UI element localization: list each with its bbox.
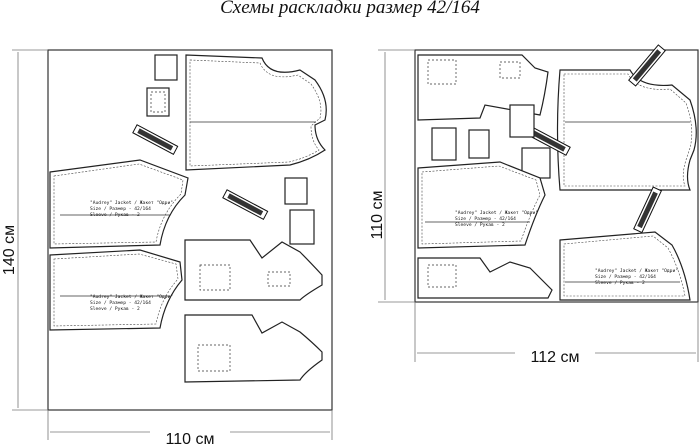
- small-piece-4: [289, 209, 315, 245]
- label-strip-4-fill: [529, 129, 566, 152]
- page-title: Схемы раскладки размер 42/164: [220, 0, 480, 18]
- pattern-piece-front-2-right: [417, 257, 553, 299]
- pattern-piece-front-2: [184, 314, 323, 383]
- label-strip-5-fill: [637, 191, 658, 229]
- small-piece-r3: [468, 129, 490, 159]
- pattern-piece-sleeve-1-right: [417, 161, 546, 249]
- small-piece-r2: [431, 127, 457, 161]
- pattern-piece-sleeve-1: [49, 159, 189, 249]
- small-piece-r1: [509, 104, 535, 138]
- sleeve-r2-text-2: Size / Размер - 42/164: [595, 274, 656, 280]
- sleeve-2-text-3: Sleeve / Рукав - 2: [90, 306, 140, 312]
- height-label-left: 140 см: [1, 225, 18, 275]
- width-label-bg-left: [150, 426, 230, 446]
- front-2-right-pocket: [427, 264, 457, 288]
- sleeve-r1-text-1: "Audrey" Jacket / Жакет "Одри": [455, 210, 538, 216]
- sleeve-2-text-2: Size / Размер - 42/164: [90, 300, 151, 306]
- label-strip-1-fill: [137, 128, 174, 151]
- sleeve-2-seam: [53, 253, 179, 327]
- sleeve-2-text-1: "Audrey" Jacket / Жакет "Одри": [90, 294, 173, 300]
- label-strip-2-fill: [227, 193, 264, 216]
- sleeve-r2-text-1: "Audrey" Jacket / Жакет "Одри": [595, 268, 678, 274]
- small-piece-2: [146, 87, 170, 117]
- front-1-pocket: [199, 264, 231, 291]
- front-1-right-pocket: [427, 59, 457, 85]
- small-piece-2-seam: [150, 91, 166, 113]
- label-strip-1: [132, 124, 179, 156]
- label-strip-3-fill: [632, 49, 662, 82]
- front-2-pocket: [197, 344, 231, 372]
- small-piece-1: [154, 54, 178, 81]
- height-label-right: 110 см: [369, 191, 386, 240]
- sleeve-r1-text-2: Size / Размер - 42/164: [455, 216, 516, 222]
- front-1-right-welt: [499, 61, 521, 79]
- label-strip-5: [633, 186, 663, 234]
- pattern-piece-sleeve-2: [49, 249, 183, 331]
- label-strip-2: [222, 189, 269, 221]
- small-piece-3: [284, 177, 308, 205]
- width-label-bg-right: [515, 345, 595, 365]
- sleeve-1-text-3: Sleeve / Рукав - 2: [90, 212, 140, 218]
- sleeve-1-right-seam: [421, 165, 541, 245]
- pattern-piece-front-1: [184, 239, 323, 301]
- sleeve-1-text-2: Size / Размер - 42/164: [90, 206, 151, 212]
- label-strip-3: [628, 44, 666, 87]
- layout-left: 140 см 110 см "Audrey" Jacket / Жакет "О…: [1, 49, 333, 448]
- pattern-piece-back-right: [556, 69, 697, 191]
- sleeve-1-text-1: "Audrey" Jacket / Жакет "Одри": [90, 200, 173, 206]
- pattern-piece-front-1-right: [417, 54, 549, 121]
- sleeve-r1-text-3: Sleeve / Рукав - 2: [455, 222, 505, 228]
- width-label-left: 110 см: [166, 431, 215, 448]
- pattern-piece-sleeve-2-right: [559, 231, 691, 301]
- layout-right: 110 см 112 см: [369, 44, 699, 366]
- sleeve-2-right-seam: [563, 235, 686, 297]
- sleeve-r2-text-3: Sleeve / Рукав - 2: [595, 280, 645, 286]
- front-1-welt: [267, 271, 291, 287]
- width-label-right: 112 см: [531, 349, 580, 366]
- pattern-piece-back: [185, 54, 327, 171]
